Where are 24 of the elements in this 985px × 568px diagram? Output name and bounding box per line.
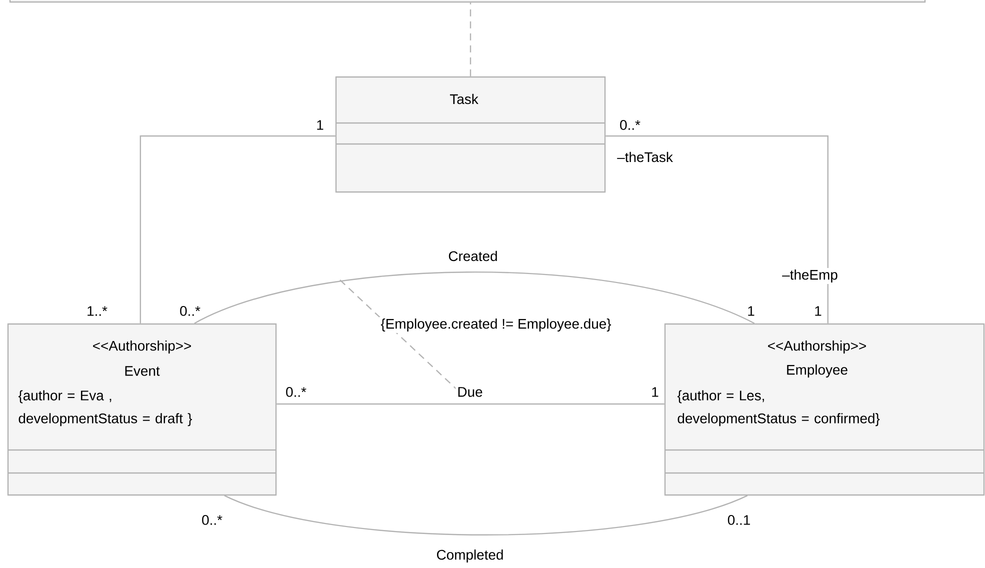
multiplicity: 1: [317, 120, 324, 130]
multiplicity: 1: [815, 306, 822, 316]
multiplicity: 1: [748, 306, 754, 316]
multiplicity: 0..*: [180, 306, 200, 316]
association-line: [606, 135, 828, 324]
association-line: [470, 2, 472, 76]
edge-label: Completed: [436, 550, 503, 562]
class-box: Task: [335, 76, 606, 193]
multiplicity: 1: [652, 387, 658, 397]
constraint-text: {Employee.created != Employee.due}: [380, 318, 612, 332]
multiplicity: 0..*: [620, 120, 640, 130]
class-box: <<Authorship>> Event {author = Eva , developmentStatus = draft }: [7, 323, 277, 496]
association-line: [224, 495, 748, 536]
class-box: <<Authorship>> Employee {author = Les, developmentStatus = confirmed}: [664, 323, 985, 496]
association-line: [194, 272, 755, 324]
multiplicity: 0..*: [202, 515, 222, 525]
edge-label: Created: [448, 250, 497, 262]
association-line: [140, 135, 336, 324]
edge-label: Due: [458, 387, 482, 397]
role-name: –theEmp: [782, 270, 838, 282]
association-line: [276, 403, 664, 405]
box-shape: [9, 0, 926, 3]
multiplicity: 0..*: [286, 387, 306, 397]
multiplicity: 0..1: [728, 515, 750, 525]
